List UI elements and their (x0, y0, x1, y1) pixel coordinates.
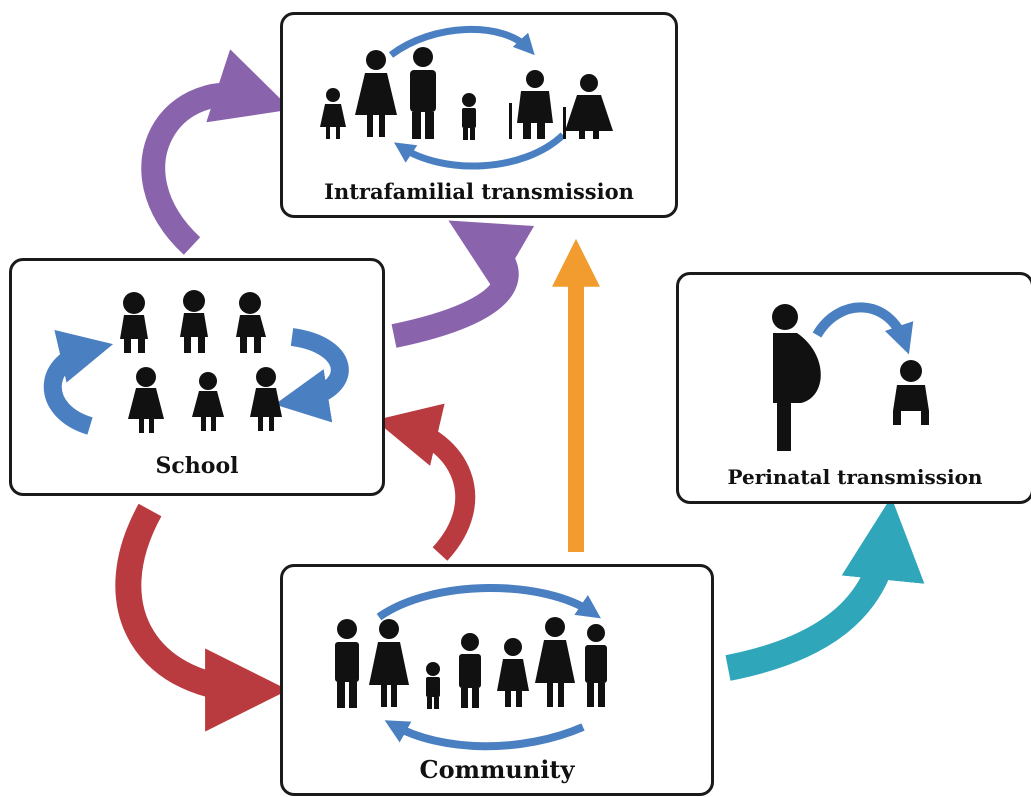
arrow-family-to-school (391, 220, 535, 348)
children-silhouettes-icon (43, 290, 349, 435)
arrow-school-to-community (115, 503, 289, 732)
arrow-community-to-school (375, 403, 476, 561)
family-silhouettes-icon (320, 25, 613, 170)
community-label: Community (419, 755, 575, 784)
node-perinatal: Perinatal transmission (676, 272, 1031, 504)
node-intrafamilial: Intrafamilial transmission (280, 12, 678, 218)
arrow-school-to-family (141, 49, 292, 255)
pregnant-woman-icon (772, 302, 929, 451)
intrafamilial-label: Intrafamilial transmission (324, 179, 634, 204)
perinatal-label: Perinatal transmission (727, 465, 983, 489)
node-community: Community (280, 564, 714, 796)
arrow-community-to-perinatal (725, 496, 925, 681)
crowd-silhouettes-icon (335, 584, 607, 751)
node-school: School (9, 258, 385, 496)
baby-icon (893, 360, 929, 425)
school-label: School (155, 453, 239, 479)
